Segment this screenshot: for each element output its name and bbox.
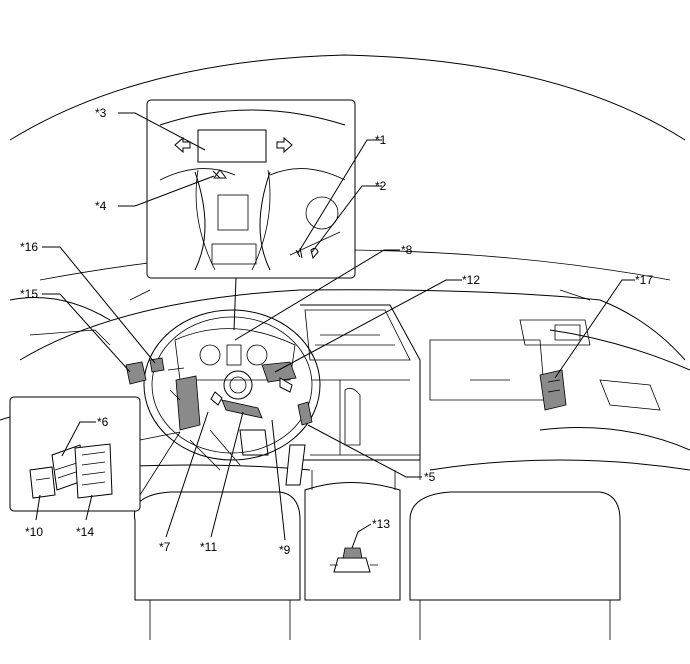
ecu-right-17 [539, 369, 567, 411]
connector-left-15 [125, 361, 147, 385]
callout-12: *12 [462, 273, 480, 287]
callout-9: *9 [279, 543, 291, 557]
indicator-lamp-icon [310, 247, 319, 260]
callout-17: *17 [635, 273, 653, 287]
callout-8: *8 [401, 243, 413, 257]
warning-triangle-icon [212, 169, 227, 179]
callout-2: *2 [375, 179, 387, 193]
callout-13: *13 [372, 517, 390, 531]
cabin-outline [0, 54, 690, 640]
callout-16: *16 [20, 240, 38, 254]
callout-5: *5 [424, 470, 436, 484]
callout-3: *3 [95, 106, 107, 120]
ecu-detail-inset [9, 396, 181, 512]
combination-meter-inset [146, 99, 356, 331]
callout-11: *11 [200, 540, 217, 554]
steering-sensor-assembly [210, 391, 263, 419]
leader-lines [35, 112, 635, 549]
callout-10: *10 [25, 525, 43, 539]
callout-6: *6 [97, 415, 109, 429]
sensor-13 [330, 547, 378, 573]
callout-15: *15 [20, 287, 38, 301]
combination-switch-right [261, 361, 297, 393]
callout-4: *4 [95, 199, 107, 213]
callout-1: *1 [375, 133, 387, 147]
steering-wheel [143, 309, 321, 461]
callout-7: *7 [159, 540, 171, 554]
callout-labels: *1 *2 *3 *4 *5 *6 *7 *8 *9 *10 *11 *12 *… [20, 106, 653, 557]
column-bracket-left [167, 367, 201, 431]
callout-14: *14 [76, 525, 94, 539]
accelerator-pedal-sensor [297, 401, 313, 426]
